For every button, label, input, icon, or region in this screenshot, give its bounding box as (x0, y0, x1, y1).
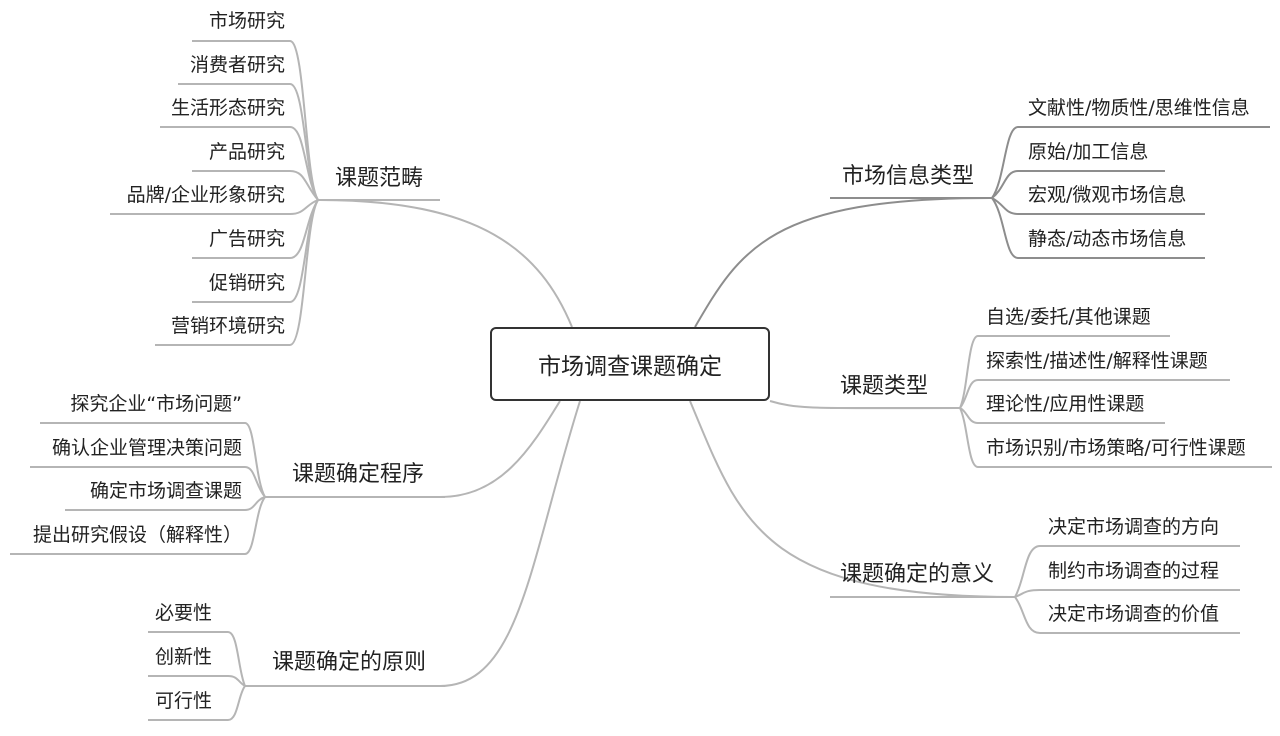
branch-label-topic-types: 课题类型 (840, 374, 929, 399)
leaf-info-types: 原始/加工信息 (1028, 141, 1149, 163)
leaf-scope: 营销环境研究 (170, 315, 285, 337)
leaf-procedure: 提出研究假设（解释性） (32, 524, 242, 546)
leaf-topic-types: 探索性/描述性/解释性课题 (986, 350, 1208, 372)
edge-topic-leaf (959, 407, 979, 424)
edge-principles-leaf (227, 675, 246, 687)
leaf-procedure: 确定市场调查课题 (89, 480, 242, 502)
edge-info-leaf (991, 197, 1019, 215)
edge-center-significance (689, 400, 1016, 598)
leaf-principles: 创新性 (155, 646, 213, 668)
edge-info-leaf (991, 197, 1019, 259)
leaf-info-types: 文献性/物质性/思维性信息 (1028, 97, 1250, 119)
edge-scope-leaf (289, 170, 319, 201)
edge-scope-leaf (289, 40, 319, 201)
leaf-principles: 可行性 (155, 690, 213, 712)
edge-principles-leaf (227, 631, 246, 687)
edge-significance-leaf (1014, 596, 1041, 634)
leaf-topic-types: 市场识别/市场策略/可行性课题 (986, 437, 1246, 459)
edge-topic-leaf (959, 407, 979, 468)
edge-info-leaf (991, 170, 1019, 199)
leaf-scope: 促销研究 (208, 272, 285, 294)
edge-procedure-leaf (244, 466, 266, 498)
branch-label-procedure: 课题确定程序 (292, 462, 425, 487)
branch-label-significance: 课题确定的意义 (840, 562, 995, 587)
edge-procedure-leaf (244, 496, 266, 511)
leaf-topic-types: 理论性/应用性课题 (986, 393, 1145, 415)
center-node-label: 市场调查课题确定 (538, 354, 722, 380)
edge-topic-leaf (959, 379, 979, 409)
branch-label-info-types: 市场信息类型 (842, 164, 975, 189)
edge-center-info-types (694, 197, 991, 328)
leaf-scope: 广告研究 (208, 228, 285, 250)
branch-label-scope: 课题范畴 (335, 166, 424, 191)
leaf-topic-types: 自选/委托/其他课题 (986, 306, 1151, 328)
edge-center-principles (439, 400, 581, 687)
center-node: 市场调查课题确定 (490, 327, 770, 401)
leaf-scope: 生活形态研究 (170, 97, 285, 119)
leaf-principles: 必要性 (155, 602, 213, 624)
leaf-scope: 品牌/企业形象研究 (126, 184, 285, 206)
edge-scope-leaf (289, 126, 319, 201)
edge-scope-leaf (289, 199, 319, 346)
leaf-significance: 决定市场调查的价值 (1048, 603, 1220, 625)
leaf-scope: 市场研究 (208, 10, 285, 32)
edge-significance-leaf (1014, 589, 1041, 598)
leaf-significance: 制约市场调查的过程 (1048, 560, 1220, 582)
leaf-significance: 决定市场调查的方向 (1048, 516, 1220, 538)
edge-scope-leaf (289, 199, 319, 215)
edge-procedure-leaf (244, 422, 266, 498)
leaf-info-types: 宏观/微观市场信息 (1028, 184, 1187, 206)
branch-label-principles: 课题确定的原则 (272, 650, 427, 675)
edge-principles-leaf (227, 685, 246, 721)
edge-significance-leaf (1014, 545, 1041, 598)
leaf-procedure: 探究企业“市场问题” (70, 393, 242, 415)
leaf-scope: 消费者研究 (189, 54, 285, 76)
edge-center-procedure (439, 400, 561, 498)
edge-topic-leaf (959, 335, 979, 409)
edge-center-scope (319, 199, 573, 328)
leaf-info-types: 静态/动态市场信息 (1028, 228, 1187, 250)
edge-info-leaf (991, 126, 1019, 199)
leaf-scope: 产品研究 (208, 141, 285, 163)
leaf-procedure: 确认企业管理决策问题 (51, 437, 242, 459)
edge-procedure-leaf (244, 496, 266, 555)
